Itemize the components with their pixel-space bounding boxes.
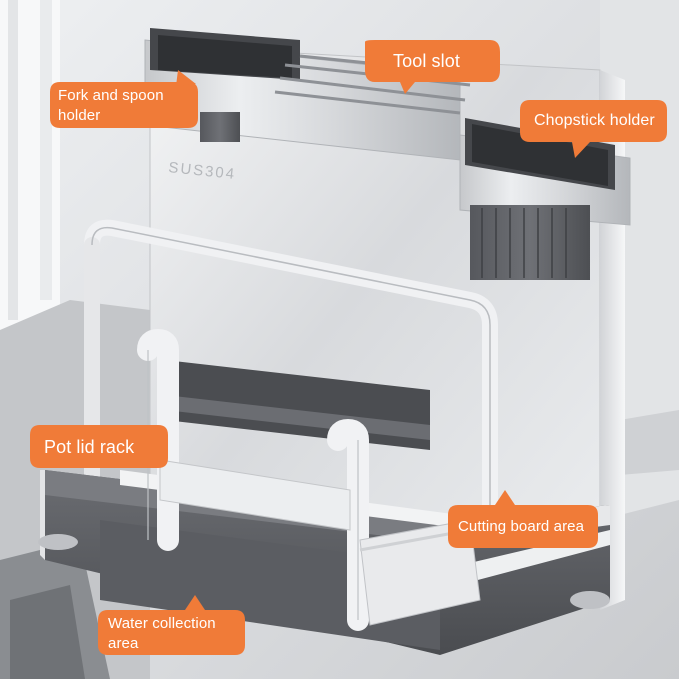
callout-pot-lid: Pot lid rack — [32, 434, 146, 460]
callout-chopstick-bubble — [520, 100, 667, 158]
callout-chopstick: Chopstick holder — [522, 108, 667, 134]
water-label-line1: Water collection — [108, 615, 216, 632]
fork-spoon-label-line2: holder — [58, 107, 101, 124]
callout-pot-lid-bubble — [30, 425, 168, 468]
callout-fork-spoon-bubble — [50, 70, 198, 128]
callout-water-bubble — [98, 595, 245, 655]
callout-cutting-board: Cutting board area — [448, 514, 594, 540]
cutting-board-label: Cutting board area — [458, 518, 585, 535]
callout-water: Water collection area — [108, 614, 216, 654]
callout-tool-slot-bubble — [365, 40, 500, 94]
fork-spoon-label-line1: Fork and spoon — [58, 87, 164, 104]
tool-slot-label: Tool slot — [393, 51, 460, 71]
callout-tool-slot: Tool slot — [381, 48, 472, 74]
water-label-line2: area — [108, 635, 139, 652]
callout-cutting-board-bubble — [448, 490, 598, 548]
callout-fork-spoon: Fork and spoon holder — [58, 86, 164, 126]
chopstick-label: Chopstick holder — [534, 112, 655, 129]
pot-lid-label: Pot lid rack — [44, 437, 135, 457]
